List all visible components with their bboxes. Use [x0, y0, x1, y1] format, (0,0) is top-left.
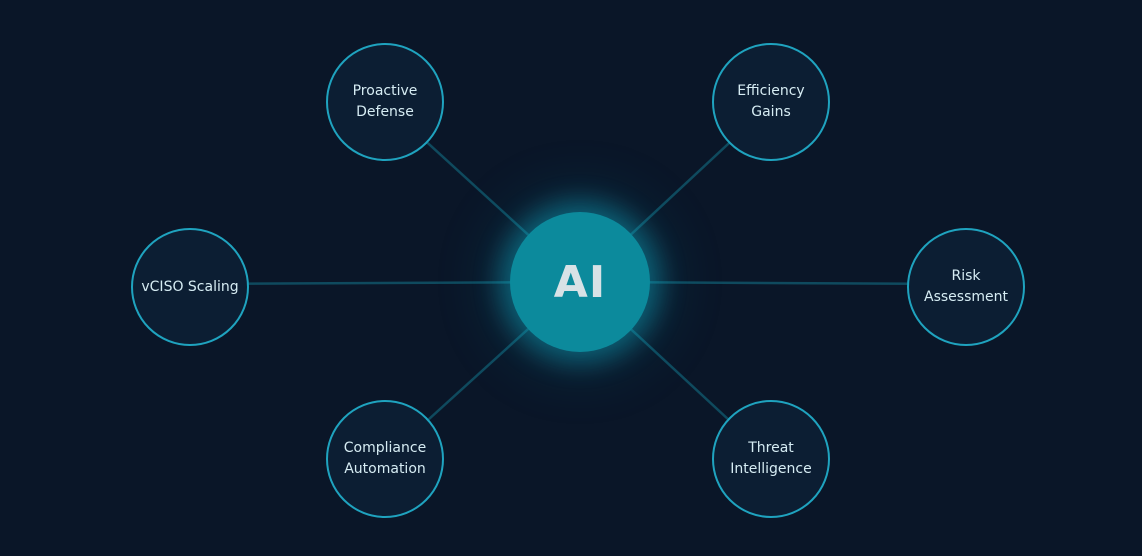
node-threat-intelligence[interactable]: Threat Intelligence — [712, 400, 830, 518]
node-compliance-automation[interactable]: Compliance Automation — [326, 400, 444, 518]
node-proactive-defense[interactable]: Proactive Defense — [326, 43, 444, 161]
node-vciso-scaling[interactable]: vCISO Scaling — [131, 228, 249, 346]
ai-hub[interactable]: AI — [510, 212, 650, 352]
ai-hub-label: AI — [553, 256, 607, 308]
node-efficiency-gains[interactable]: Efficiency Gains — [712, 43, 830, 161]
node-risk-assessment[interactable]: Risk Assessment — [907, 228, 1025, 346]
